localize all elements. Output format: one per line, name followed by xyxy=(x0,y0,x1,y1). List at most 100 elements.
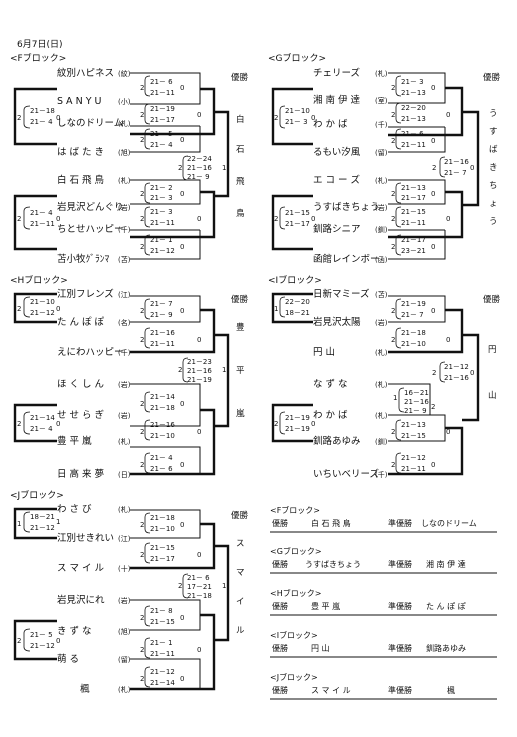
score-brace xyxy=(144,234,151,256)
block-title: <Iブロック> xyxy=(268,274,322,286)
match-games: 2 xyxy=(391,111,395,119)
match-score: 21－ 3 xyxy=(150,208,173,216)
match-games: 0 xyxy=(180,243,184,251)
match-games: 2 xyxy=(17,114,21,122)
summary-winner-label: 優勝 xyxy=(272,559,288,569)
match-score: 21－16 xyxy=(444,374,469,382)
match-score: 21－16 xyxy=(187,164,212,172)
match-score: 21－16 xyxy=(150,421,175,429)
score-brace xyxy=(144,103,151,125)
score-brace xyxy=(144,452,151,474)
match-games: 2 xyxy=(431,403,435,411)
block-j: <Jブロック> わ さ び (札) 江別せきれい (江) ス マ イ ル (十)… xyxy=(10,489,249,695)
match-score: 21－ 4 xyxy=(30,209,53,217)
match-score: 21－ 8 xyxy=(150,607,173,615)
score-brace xyxy=(144,419,151,441)
team-name: わ か ば xyxy=(313,410,348,421)
score-brace xyxy=(395,102,402,124)
team-name: 日新マミーズ xyxy=(313,288,370,300)
summary-title: <Jブロック> xyxy=(270,672,318,682)
team-name: 萌 る xyxy=(57,653,79,665)
match-score: 21－11 xyxy=(150,340,175,348)
match-games: 0 xyxy=(311,215,315,223)
team-affiliation: (札) xyxy=(375,69,388,78)
team-name: た ん ぽ ぽ xyxy=(57,317,105,328)
match-games: 1 xyxy=(222,164,226,172)
match-games: 2 xyxy=(140,551,144,559)
match-score: 21－17 xyxy=(401,194,426,202)
match-score: 21－19 xyxy=(187,376,212,384)
match-games: 0 xyxy=(56,215,60,223)
match-score: 21－ 4 xyxy=(150,141,173,149)
team-name: S A N Y U xyxy=(57,96,102,107)
match-games: 2 xyxy=(432,369,436,377)
team-affiliation: (札) xyxy=(118,505,131,514)
match-score: 21－ 4 xyxy=(30,425,53,433)
match-games: 2 xyxy=(140,461,144,469)
match-games: 0 xyxy=(180,461,184,469)
team-affiliation: (千) xyxy=(375,120,388,129)
team-name: 釧路シニア xyxy=(313,223,361,235)
match-score: 21－13 xyxy=(401,421,426,429)
match-games: 0 xyxy=(446,111,450,119)
team-affiliation: (岩) xyxy=(118,203,131,212)
summary-winner-label: 優勝 xyxy=(272,643,288,653)
winner-char: 石 xyxy=(236,145,245,155)
score-brace xyxy=(395,128,402,150)
match-score: 21－15 xyxy=(150,544,175,552)
match-score: 21－16 xyxy=(187,367,212,375)
winner-char: 鳥 xyxy=(236,208,245,219)
score-brace xyxy=(144,182,151,204)
score-brace xyxy=(23,411,31,435)
score-brace xyxy=(144,206,151,228)
match-score: 21－ 3 xyxy=(401,78,424,86)
summary-winner: 豊 平 嵐 xyxy=(311,601,340,611)
match-score: 21－11 xyxy=(401,141,426,149)
bracket-line xyxy=(130,126,201,153)
team-affiliation: (紋) xyxy=(118,69,131,78)
team-name: 江別せきれい xyxy=(57,533,114,544)
team-affiliation: (千) xyxy=(118,225,131,234)
match-score: 21－19 xyxy=(150,105,175,113)
score-brace xyxy=(182,357,189,383)
team-affiliation: (釧) xyxy=(375,225,388,234)
match-score: 21－12 xyxy=(150,668,175,676)
winner-char: 嵐 xyxy=(236,409,245,419)
match-games: 2 xyxy=(17,305,21,313)
bracket-line xyxy=(130,230,201,260)
match-score: 21－ 9 xyxy=(150,311,173,319)
summary-winner: 円 山 xyxy=(311,643,330,653)
bracket-line xyxy=(214,110,230,198)
match-games: 2 xyxy=(391,190,395,198)
match-score: 21－10 xyxy=(150,432,175,440)
match-games: 0 xyxy=(446,215,450,223)
team-name: せ せ ら ぎ xyxy=(57,409,105,421)
team-name: 岩見沢どんぐり xyxy=(57,201,124,213)
team-name: 円 山 xyxy=(313,347,335,358)
team-affiliation: (江) xyxy=(118,535,131,543)
match-score: 21－ 6 xyxy=(187,574,210,582)
team-affiliation: (江) xyxy=(118,291,131,299)
summary-runner: 楓 xyxy=(447,685,455,695)
score-brace xyxy=(144,128,151,150)
winner-char: ち xyxy=(489,181,498,191)
match-score: 21－12 xyxy=(30,524,55,532)
bracket-line xyxy=(388,308,464,354)
summary-runner-label: 準優勝 xyxy=(388,685,412,695)
team-name: いちいベリーズ xyxy=(313,468,380,480)
team-affiliation: (苫) xyxy=(118,255,131,264)
bracket-line xyxy=(271,194,313,251)
score-brace xyxy=(23,206,31,230)
score-brace xyxy=(395,452,402,474)
score-brace xyxy=(182,573,189,599)
match-games: 2 xyxy=(17,215,21,223)
score-brace xyxy=(395,419,402,441)
score-brace xyxy=(144,666,151,688)
match-score: 16－21 xyxy=(404,389,429,397)
team-affiliation: (日) xyxy=(118,471,131,479)
winner-char: 山 xyxy=(488,390,497,401)
match-score: 21－17 xyxy=(150,555,175,563)
match-games: 2 xyxy=(140,428,144,436)
page-date: 6月7日(日) xyxy=(17,39,62,50)
